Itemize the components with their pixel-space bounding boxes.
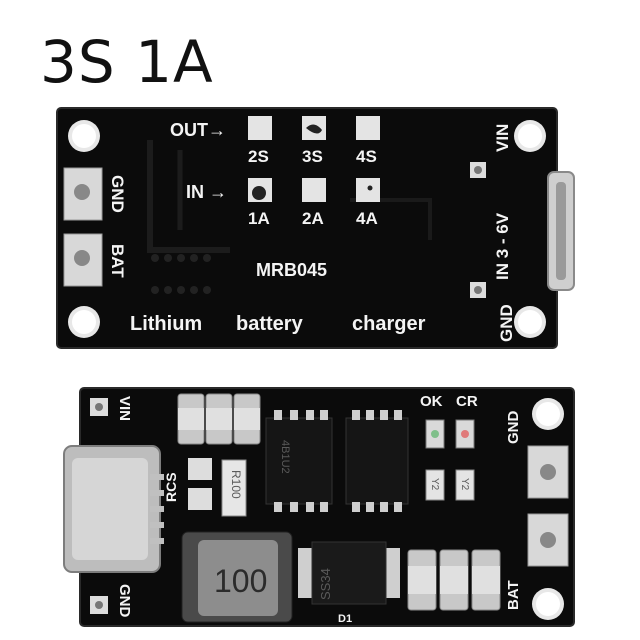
capacitor	[205, 393, 233, 445]
input-range-label: IN 3 - 6V	[493, 212, 512, 280]
gnd-label-bottom: GND	[116, 584, 133, 618]
bat-label-bottom: BAT	[505, 580, 522, 610]
diode-ref: D1	[338, 613, 352, 625]
mounting-hole	[532, 398, 564, 430]
bottom-board: VIN GND RCS R100	[63, 387, 575, 627]
capacitor	[233, 393, 261, 445]
jumper-pad-4a	[356, 178, 380, 202]
small-resistor-code-1: Y2	[429, 478, 440, 491]
ok-label: OK	[420, 393, 443, 410]
inductor-code: 100	[214, 563, 267, 599]
out-option-2s: 2S	[248, 147, 269, 166]
mounting-hole	[514, 306, 546, 338]
inductor: 100	[181, 531, 293, 623]
cr-label: CR	[456, 393, 478, 410]
mounting-hole	[514, 120, 546, 152]
mounting-hole	[68, 306, 100, 338]
schottky-diode: SS34 D1	[298, 541, 400, 625]
ic-chip-2	[345, 410, 409, 512]
product-title: 3S 1A	[40, 28, 214, 96]
jumper-pad-4s	[356, 116, 380, 140]
capacitor	[407, 549, 437, 611]
gnd-label: GND	[108, 175, 127, 213]
capacitor	[471, 549, 501, 611]
ic-chip-1: 4B1U2	[265, 410, 333, 512]
mounting-hole	[68, 120, 100, 152]
ic1-code: 4B1U2	[279, 440, 291, 474]
diode-code: SS34	[318, 568, 333, 600]
in-option-1a: 1A	[248, 209, 270, 228]
resistor-code: R100	[229, 470, 243, 499]
capacitor	[177, 393, 205, 445]
top-board: GND BAT OUT→ IN → 2S 3S 4S 1A 2A 4A MRB0…	[56, 107, 575, 349]
bat-label: BAT	[108, 244, 127, 278]
in-option-4a: 4A	[356, 209, 378, 228]
capacitor	[439, 549, 469, 611]
caption-word-charger: charger	[352, 313, 426, 335]
jumper-pad-2s	[248, 116, 272, 140]
out-label: OUT→	[170, 120, 226, 140]
out-option-4s: 4S	[356, 147, 377, 166]
caption-word-battery: battery	[236, 313, 304, 335]
jumper-pad-2a	[302, 178, 326, 202]
in-label: IN →	[186, 182, 227, 202]
vin-label: VIN	[493, 124, 512, 152]
vin-label-bottom: VIN	[116, 396, 133, 421]
out-option-3s: 3S	[302, 147, 323, 166]
sense-resistor: R100	[221, 459, 247, 517]
small-resistor-code-2: Y2	[459, 478, 470, 491]
gnd-right-label-bottom: GND	[505, 411, 522, 445]
caption-word-lithium: Lithium	[130, 313, 202, 335]
gnd-right-label: GND	[497, 304, 516, 342]
mounting-hole	[532, 588, 564, 620]
in-option-2a: 2A	[302, 209, 324, 228]
rcs-label: RCS	[163, 472, 179, 502]
model-number: MRB045	[256, 260, 327, 280]
